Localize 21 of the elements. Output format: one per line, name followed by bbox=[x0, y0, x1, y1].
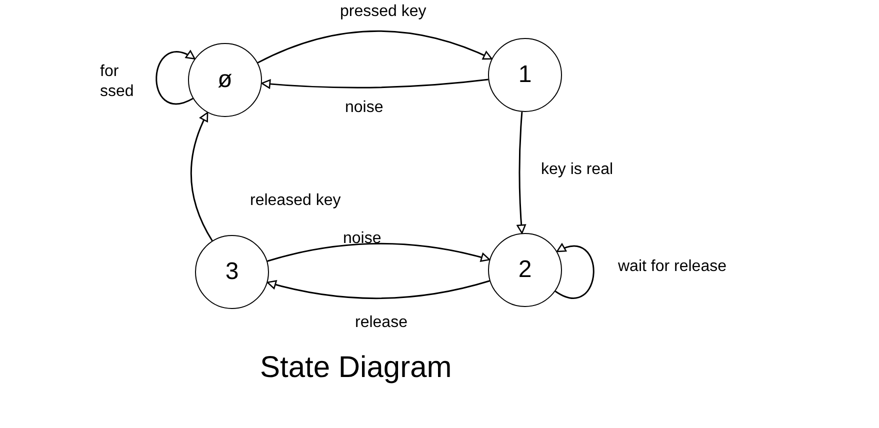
edge-label: noise bbox=[345, 98, 384, 118]
edge-label: wait for release bbox=[618, 257, 728, 277]
edge-label: pressed key bbox=[340, 2, 428, 22]
arrow bbox=[516, 112, 526, 234]
state-label: 2 bbox=[518, 255, 532, 285]
edge-label: released key bbox=[250, 191, 342, 211]
caption: State Diagram bbox=[260, 350, 452, 386]
edge-label: noise bbox=[343, 229, 382, 249]
edge-label: for ssed bbox=[100, 62, 135, 102]
edge-label: key is real bbox=[541, 160, 614, 180]
arrow bbox=[257, 30, 492, 64]
state-label: ø bbox=[218, 65, 232, 95]
arrow bbox=[190, 112, 213, 242]
arrow bbox=[261, 78, 488, 89]
arrow bbox=[267, 242, 490, 262]
edge-label: release bbox=[355, 313, 408, 333]
arrow bbox=[156, 50, 196, 104]
state-label: 3 bbox=[225, 257, 239, 287]
arrow bbox=[554, 244, 594, 299]
arrow bbox=[266, 280, 490, 300]
state-label: 1 bbox=[518, 60, 532, 90]
